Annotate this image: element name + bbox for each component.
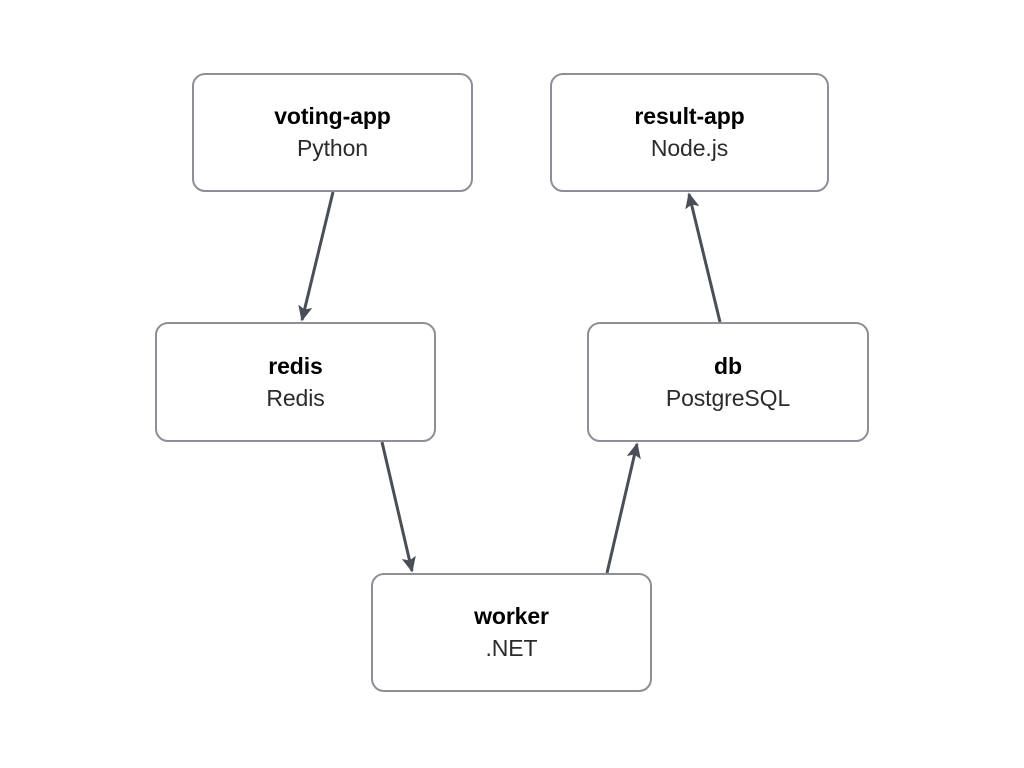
edge-redis-to-worker xyxy=(380,441,416,573)
node-result-app-subtitle: Node.js xyxy=(650,135,729,161)
node-db-subtitle: PostgreSQL xyxy=(665,384,791,411)
node-worker[interactable]: worker .NET xyxy=(371,573,652,692)
node-redis-subtitle: Redis xyxy=(266,384,325,411)
node-db-title: db xyxy=(714,352,742,379)
node-voting-app-subtitle: Python xyxy=(296,135,368,161)
node-voting-app[interactable]: voting-app Python xyxy=(192,73,473,192)
node-result-app[interactable]: result-app Node.js xyxy=(550,73,829,192)
node-result-app-title: result-app xyxy=(634,103,745,129)
edge-worker-to-db xyxy=(605,442,641,574)
node-worker-title: worker xyxy=(474,603,549,629)
node-redis-title: redis xyxy=(268,352,323,379)
edge-db-to-result-app xyxy=(685,192,722,323)
node-worker-subtitle: .NET xyxy=(485,635,538,661)
node-voting-app-title: voting-app xyxy=(274,103,391,129)
node-redis[interactable]: redis Redis xyxy=(155,322,436,442)
node-db[interactable]: db PostgreSQL xyxy=(587,322,869,442)
edge-voting-app-to-redis xyxy=(298,191,335,322)
